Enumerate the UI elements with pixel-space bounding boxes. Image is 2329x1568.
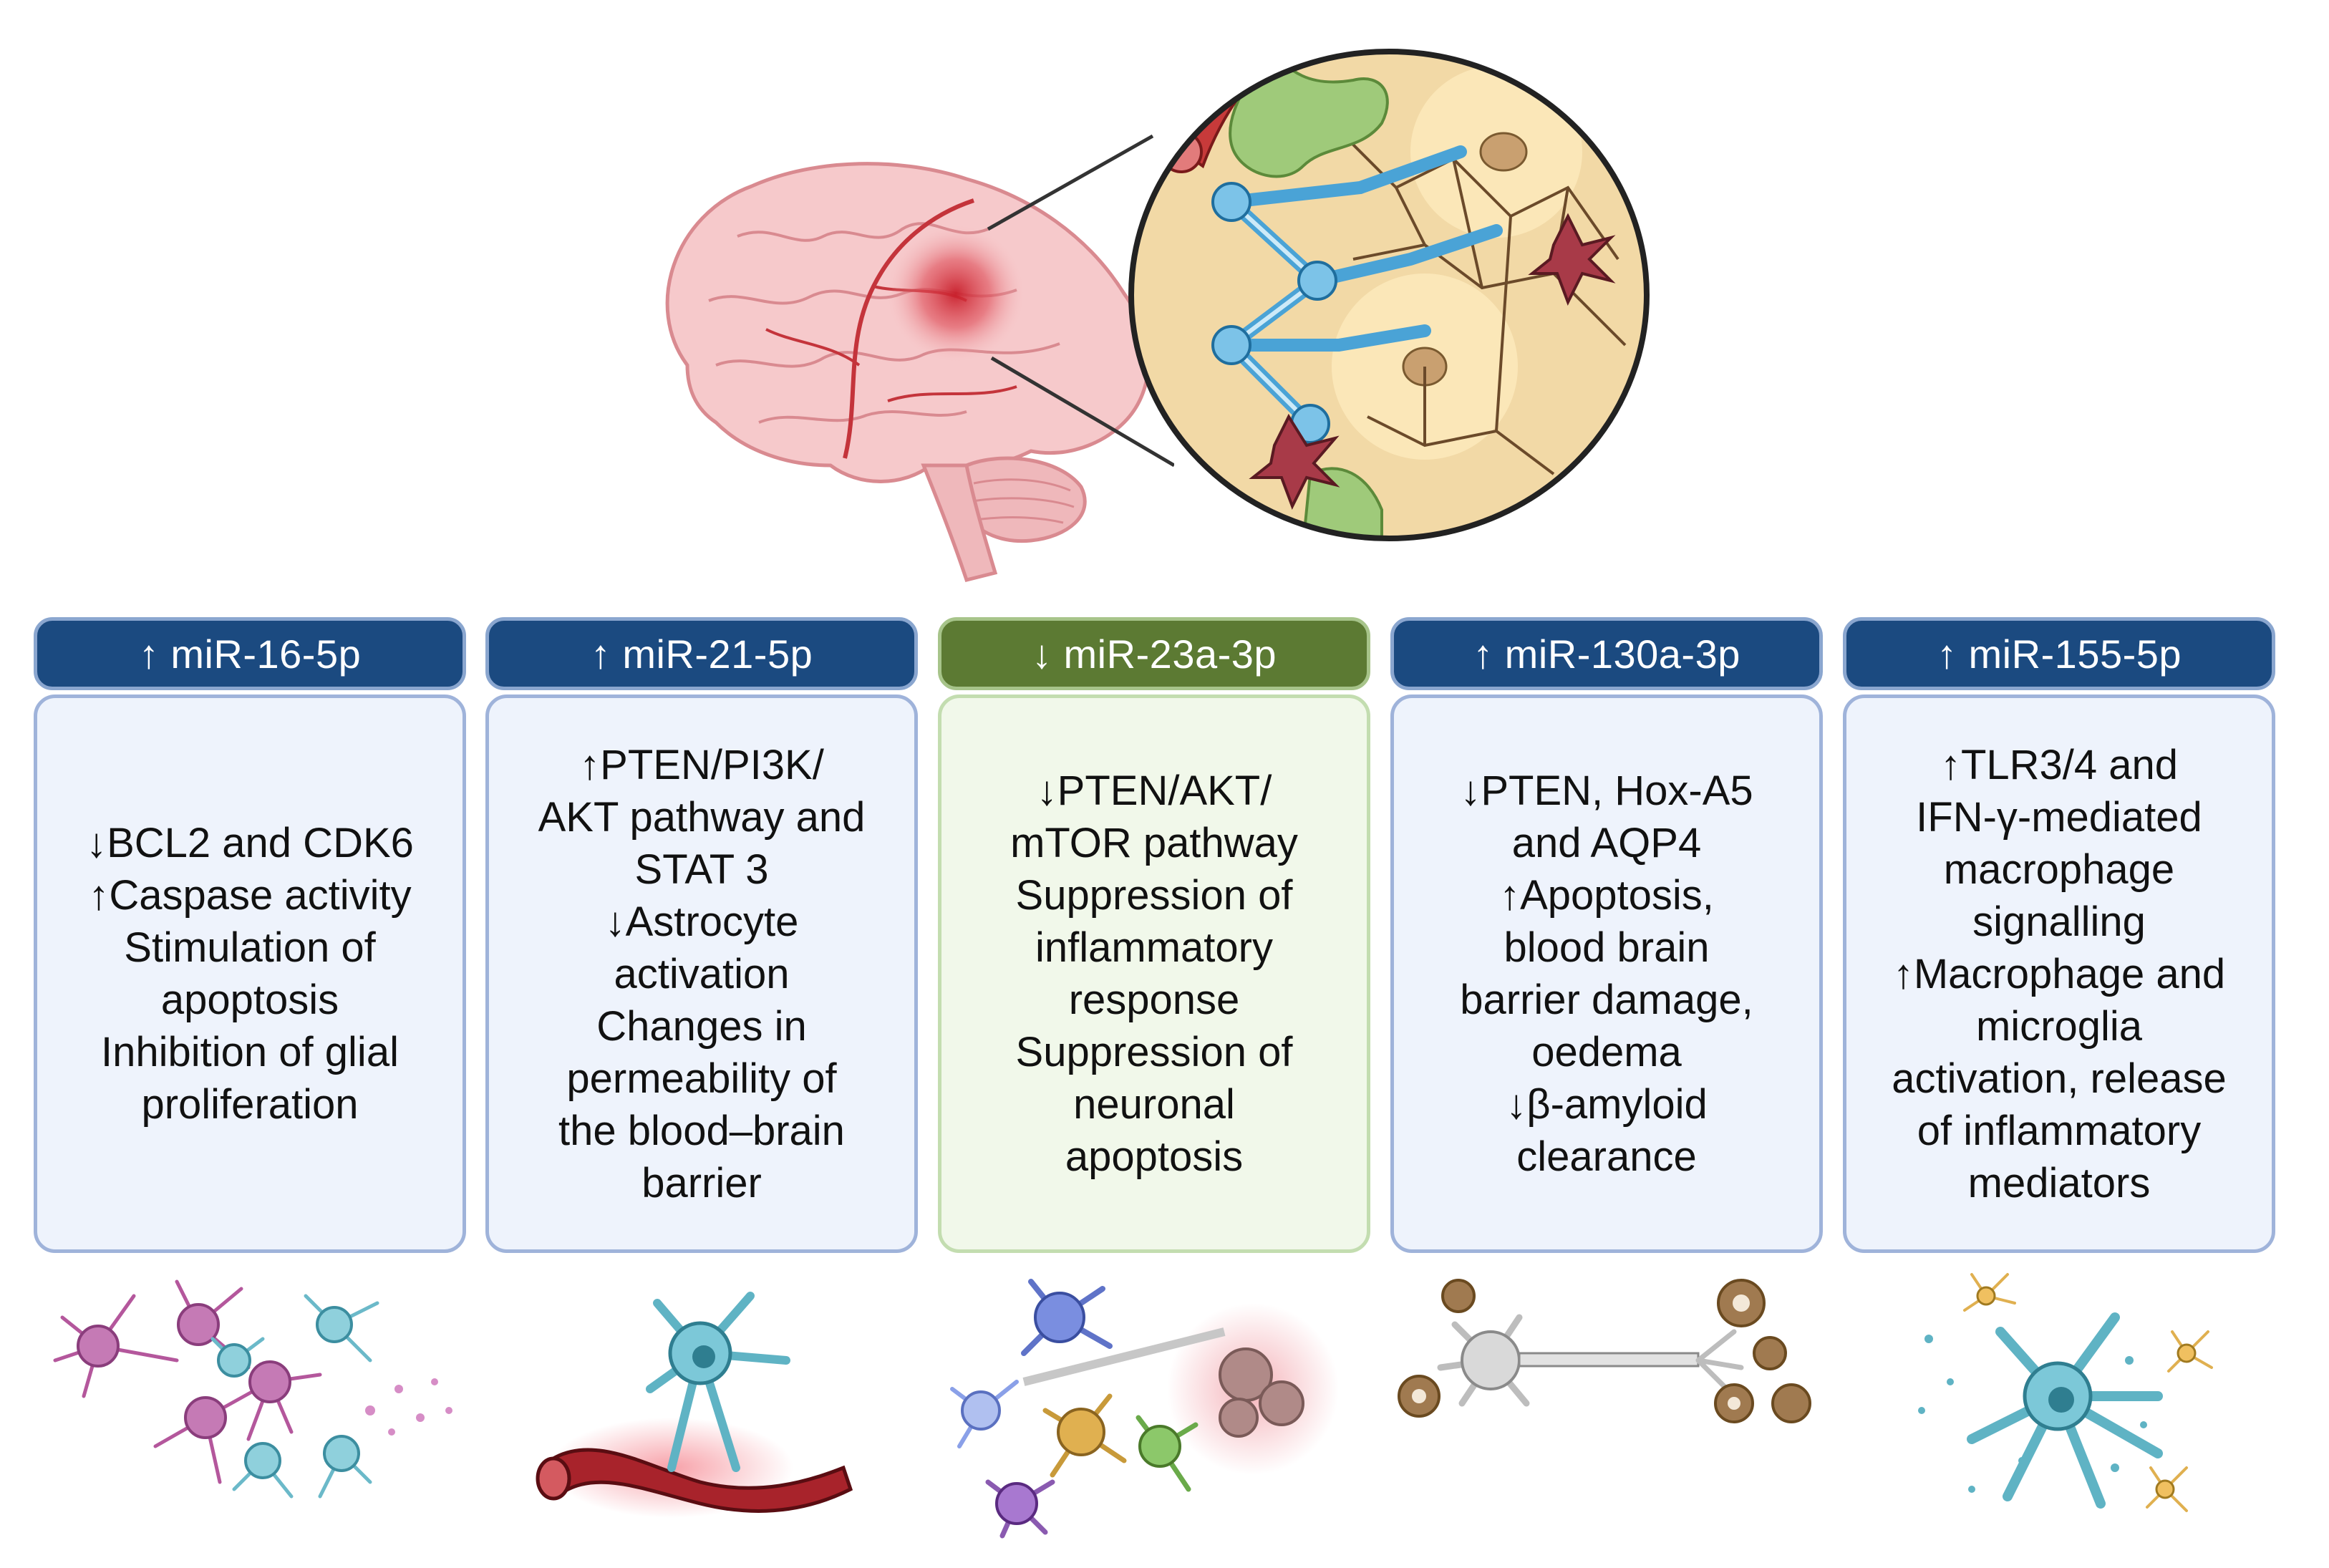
header-mir-23a-3p: ↓ miR-23a-3p	[938, 617, 1370, 690]
neuronal-cells-illustration	[950, 1279, 1339, 1539]
card-mir-23a-3p: ↓PTEN/AKT/ mTOR pathway Suppression of i…	[938, 695, 1370, 1253]
card-line: ↑PTEN/PI3K/	[579, 741, 824, 788]
card-line: signalling	[1972, 898, 2146, 945]
card-line: ↓β-amyloid	[1506, 1081, 1708, 1128]
card-line: Suppression of	[1015, 872, 1293, 919]
card-line: mTOR pathway	[1010, 820, 1298, 866]
tissue-zoom-circle	[1128, 49, 1650, 541]
card-line: apoptosis	[160, 977, 339, 1023]
card-line: permeability of	[566, 1055, 837, 1102]
card-line: Stimulation of	[124, 924, 376, 971]
card-mir-130a-3p: ↓PTEN, Hox-A5 and AQP4 ↑Apoptosis, blood…	[1390, 695, 1823, 1253]
card-line: Suppression of	[1015, 1029, 1293, 1075]
card-line: ↓PTEN/AKT/	[1036, 768, 1272, 814]
card-line: barrier damage,	[1460, 977, 1753, 1023]
card-line: Changes in	[596, 1002, 807, 1050]
card-line: ↓Astrocyte	[604, 898, 799, 945]
header-label: ↑ miR-21-5p	[590, 631, 813, 677]
macrophage-activation-illustration	[1918, 1273, 2213, 1512]
header-label: ↑ miR-130a-3p	[1473, 631, 1740, 677]
astrocyte-vessel-illustration	[536, 1292, 853, 1518]
card-line: AKT pathway and	[538, 793, 866, 841]
card-line: microglia	[1975, 1002, 2143, 1050]
card-line: clearance	[1516, 1133, 1697, 1180]
header-mir-16-5p: ↑ miR-16-5p	[34, 617, 466, 690]
card-line: the blood–brain	[558, 1107, 845, 1154]
card-line: ↓PTEN, Hox-A5	[1460, 768, 1753, 814]
card-line: mediators	[1967, 1159, 2151, 1206]
header-mir-21-5p: ↑ miR-21-5p	[485, 617, 918, 690]
card-line: of inflammatory	[1917, 1107, 2202, 1154]
neuron-amyloid-illustration	[1398, 1279, 1811, 1423]
glial-proliferation-illustration	[53, 1279, 452, 1499]
card-line: ↑Apoptosis,	[1499, 872, 1714, 919]
card-line: ↑TLR3/4 and	[1940, 741, 2179, 788]
card-line: neuronal	[1073, 1081, 1235, 1128]
brain-illustration	[665, 134, 1174, 582]
card-line: apoptosis	[1065, 1133, 1244, 1180]
card-line: proliferation	[141, 1081, 359, 1128]
card-mir-21-5p: ↑PTEN/PI3K/ AKT pathway and STAT 3 ↓Astr…	[485, 695, 918, 1253]
card-line: Inhibition of glial	[101, 1029, 399, 1075]
card-line: macrophage	[1943, 846, 2175, 893]
card-mir-16-5p: ↓BCL2 and CDK6 ↑Caspase activity Stimula…	[34, 695, 466, 1253]
header-mir-130a-3p: ↑ miR-130a-3p	[1390, 617, 1823, 690]
card-line: ↓BCL2 and CDK6	[86, 820, 414, 866]
card-mir-155-5p: ↑TLR3/4 and IFN-γ-mediated macrophage si…	[1843, 695, 2275, 1253]
header-label: ↑ miR-155-5p	[1936, 631, 2182, 677]
card-line: ↑Caspase activity	[88, 872, 412, 919]
header-label: ↓ miR-23a-3p	[1031, 631, 1277, 677]
card-line: activation, release	[1892, 1055, 2227, 1102]
card-line: and AQP4	[1511, 820, 1702, 866]
card-line: oedema	[1531, 1029, 1682, 1075]
card-line: inflammatory	[1035, 924, 1273, 971]
header-label: ↑ miR-16-5p	[138, 631, 362, 677]
header-mir-155-5p: ↑ miR-155-5p	[1843, 617, 2275, 690]
card-line: response	[1068, 977, 1240, 1023]
card-line: barrier	[641, 1159, 762, 1206]
card-line: ↑Macrophage and	[1892, 950, 2226, 997]
card-line: IFN-γ-mediated	[1916, 793, 2202, 841]
card-line: blood brain	[1504, 924, 1710, 971]
card-line: STAT 3	[634, 846, 769, 893]
card-line: activation	[614, 950, 790, 997]
